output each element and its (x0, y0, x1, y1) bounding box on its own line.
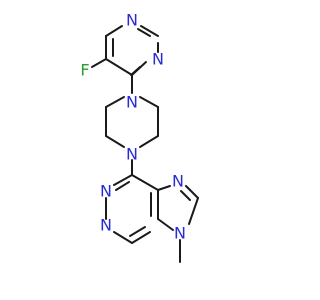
bond (140, 25, 159, 37)
purine-six-ring (105, 174, 159, 244)
atom-label-nitrogen: N (100, 216, 112, 235)
bond (157, 218, 174, 231)
atom-label-nitrogen: N (174, 224, 186, 243)
bond (131, 231, 151, 244)
atom-label-nitrogen: N (126, 93, 138, 112)
bond (105, 58, 133, 76)
bond (188, 197, 199, 225)
atom-label-fluorine: F (80, 61, 89, 80)
bond (131, 174, 159, 191)
bond (139, 96, 159, 108)
bond (113, 174, 133, 186)
pyrimidine-ring (105, 25, 159, 76)
molecule-diagram: F N N N N N N N N (80, 11, 199, 263)
atom-label-nitrogen: N (126, 11, 138, 30)
bond (137, 28, 151, 37)
atom-labels: F N N N N N N N N (80, 11, 186, 243)
bond (129, 226, 146, 237)
atom-label-nitrogen: N (152, 50, 164, 69)
bond (185, 185, 199, 199)
bond (115, 181, 130, 191)
bond (180, 190, 191, 201)
bond-c-f (91, 58, 107, 68)
atom-label-nitrogen: N (126, 145, 138, 164)
piperazine-ring (105, 96, 159, 148)
atom-label-nitrogen: N (100, 182, 112, 201)
bond (130, 66, 141, 76)
bond (105, 135, 125, 148)
bond (157, 185, 171, 191)
purine-five-ring (157, 185, 199, 231)
bond (139, 135, 159, 148)
bond (105, 96, 125, 108)
structure-svg: F N N N N N N N N (80, 11, 199, 263)
bond (105, 25, 123, 37)
atom-label-nitrogen: N (172, 172, 184, 191)
bond (113, 231, 133, 244)
